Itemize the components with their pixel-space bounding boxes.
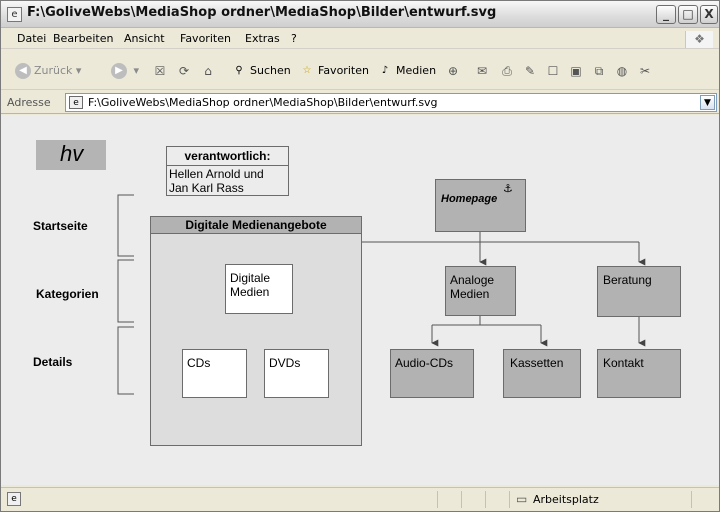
research-icon[interactable]: ⧉ bbox=[594, 64, 604, 78]
minimize-button[interactable]: _ bbox=[656, 5, 676, 24]
maximize-button[interactable]: □ bbox=[678, 5, 698, 24]
bracket-startseite bbox=[117, 194, 134, 257]
responsible-line2: Jan Karl Rass bbox=[169, 181, 244, 195]
mail-icon[interactable]: ✉ bbox=[476, 64, 488, 78]
level-kategorien: Kategorien bbox=[36, 287, 99, 301]
favorites-label: Favoriten bbox=[318, 64, 369, 77]
digitale-line2: Medien bbox=[230, 285, 270, 299]
digital-group: Digitale Medienangebote bbox=[150, 216, 362, 446]
back-button[interactable]: ◀Zurück ▾ bbox=[15, 63, 81, 79]
address-bar: Adresse e F:\GoliveWebs\MediaShop ordner… bbox=[1, 91, 719, 114]
node-dvds[interactable]: DVDs bbox=[264, 349, 329, 398]
messenger-icon[interactable]: ▣ bbox=[570, 64, 582, 78]
level-details: Details bbox=[33, 355, 73, 369]
node-audio-cds[interactable]: Audio-CDs bbox=[390, 349, 474, 398]
media-icon: ♪ bbox=[381, 65, 389, 76]
homepage-label: Homepage bbox=[441, 193, 498, 205]
address-input[interactable]: e F:\GoliveWebs\MediaShop ordner\MediaSh… bbox=[65, 93, 717, 112]
star-icon: ☆ bbox=[302, 65, 312, 76]
edit-icon[interactable]: ✎ bbox=[524, 64, 536, 78]
bracket-details bbox=[117, 326, 134, 395]
digital-group-header: Digitale Medienangebote bbox=[151, 217, 361, 234]
menu-bar: Datei Bearbeiten Ansicht Favoriten Extra… bbox=[1, 29, 719, 49]
tools-icon[interactable]: ✂ bbox=[639, 64, 651, 78]
forward-arrow-icon: ▶ bbox=[111, 63, 127, 79]
back-label: Zurück bbox=[34, 64, 73, 77]
discuss-icon[interactable]: ☐ bbox=[547, 64, 559, 78]
node-cds[interactable]: CDs bbox=[182, 349, 247, 398]
svg-document-view: hv verantwortlich: Hellen Arnold und Jan… bbox=[1, 115, 719, 485]
menu-extras[interactable]: Extras bbox=[245, 32, 280, 45]
search-label: Suchen bbox=[250, 64, 291, 77]
anchor-icon: ⚓ bbox=[503, 182, 513, 195]
node-analoge-medien[interactable]: Analoge Medien bbox=[445, 266, 516, 316]
address-dropdown-button[interactable]: ▼ bbox=[700, 95, 715, 110]
kontakt-label: Kontakt bbox=[603, 356, 644, 370]
digital-group-title: Digitale Medienangebote bbox=[185, 218, 327, 232]
chat-icon[interactable]: ◍ bbox=[616, 64, 628, 78]
logo-text: hv bbox=[60, 141, 84, 166]
media-label: Medien bbox=[396, 64, 437, 77]
analoge-line2: Medien bbox=[450, 287, 490, 301]
toolbar: ◀Zurück ▾ ▶ ▾ ☒ ⟳ ⌂ ⚲ Suchen ☆ Favoriten ♪… bbox=[1, 50, 719, 90]
menu-datei[interactable]: Datei bbox=[17, 32, 47, 45]
window-title: F:\GoliveWebs\MediaShop ordner\MediaShop… bbox=[27, 5, 497, 20]
page-icon: e bbox=[69, 96, 83, 109]
menu-help[interactable]: ? bbox=[291, 32, 297, 45]
back-arrow-icon: ◀ bbox=[15, 63, 31, 79]
node-homepage[interactable]: Homepage ⚓ bbox=[435, 179, 526, 232]
computer-icon: ▭ bbox=[516, 492, 528, 506]
responsible-box: verantwortlich: Hellen Arnold und Jan Ka… bbox=[166, 146, 289, 196]
title-bar: e F:\GoliveWebs\MediaShop ordner\MediaSh… bbox=[1, 1, 719, 28]
logo: hv bbox=[36, 140, 106, 170]
status-separator bbox=[691, 491, 692, 508]
audio-cds-label: Audio-CDs bbox=[395, 356, 454, 370]
history-icon[interactable]: ⊕ bbox=[447, 64, 459, 78]
print-icon[interactable]: ⎙ bbox=[502, 64, 512, 78]
forward-button[interactable]: ▶ ▾ bbox=[111, 63, 139, 79]
close-button[interactable]: X bbox=[700, 5, 718, 24]
responsible-heading: verantwortlich: bbox=[167, 149, 288, 166]
document-icon: e bbox=[7, 7, 22, 22]
stop-icon[interactable]: ☒ bbox=[154, 64, 166, 78]
level-startseite: Startseite bbox=[33, 219, 88, 233]
menu-bearbeiten[interactable]: Bearbeiten bbox=[53, 32, 114, 45]
status-separator bbox=[485, 491, 486, 508]
kassetten-label: Kassetten bbox=[510, 356, 564, 370]
status-separator bbox=[461, 491, 462, 508]
refresh-icon[interactable]: ⟳ bbox=[178, 64, 190, 78]
responsible-line1: Hellen Arnold und bbox=[169, 167, 264, 181]
node-beratung[interactable]: Beratung bbox=[597, 266, 681, 317]
search-icon: ⚲ bbox=[235, 65, 243, 76]
page-status-icon: e bbox=[7, 492, 21, 506]
beratung-label: Beratung bbox=[603, 273, 652, 287]
favorites-button[interactable]: ☆ Favoriten bbox=[299, 63, 369, 79]
windows-logo-icon: ❖ bbox=[685, 31, 713, 48]
node-digitale-medien[interactable]: Digitale Medien bbox=[225, 264, 293, 314]
digitale-line1: Digitale bbox=[230, 271, 271, 285]
status-separator bbox=[509, 491, 510, 508]
home-icon[interactable]: ⌂ bbox=[204, 64, 212, 78]
cds-label: CDs bbox=[187, 356, 211, 370]
bracket-kategorien bbox=[117, 259, 134, 323]
status-separator bbox=[437, 491, 438, 508]
status-bar: e ▭ Arbeitsplatz bbox=[1, 487, 719, 511]
address-label: Adresse bbox=[7, 96, 51, 109]
address-value: F:\GoliveWebs\MediaShop ordner\MediaShop… bbox=[88, 96, 438, 109]
menu-favoriten[interactable]: Favoriten bbox=[180, 32, 231, 45]
analoge-line1: Analoge bbox=[450, 273, 495, 287]
media-button[interactable]: ♪ Medien bbox=[377, 63, 436, 79]
status-zone: Arbeitsplatz bbox=[533, 493, 599, 506]
node-kassetten[interactable]: Kassetten bbox=[503, 349, 581, 398]
menu-ansicht[interactable]: Ansicht bbox=[124, 32, 165, 45]
dvds-label: DVDs bbox=[269, 356, 301, 370]
node-kontakt[interactable]: Kontakt bbox=[597, 349, 681, 398]
search-button[interactable]: ⚲ Suchen bbox=[231, 63, 291, 79]
